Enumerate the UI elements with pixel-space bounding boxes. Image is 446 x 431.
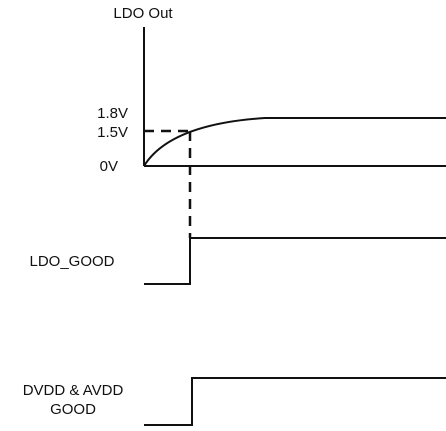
ldo-good-waveform	[144, 237, 446, 285]
voltage-1-8v-label: 1.8V	[97, 105, 128, 122]
dvdd-avdd-good-label-line1: DVDD & AVDD	[23, 382, 124, 399]
dvdd-avdd-good-label-line2: GOOD	[50, 401, 96, 418]
dvdd-avdd-good-waveform	[144, 377, 446, 426]
ldo-good-label: LDO_GOOD	[29, 253, 114, 270]
voltage-0v-label: 0V	[100, 158, 118, 175]
ldo-out-ramp-curve	[143, 117, 446, 167]
ldo-out-label: LDO Out	[113, 5, 173, 22]
voltage-1-5v-label: 1.5V	[97, 124, 128, 141]
